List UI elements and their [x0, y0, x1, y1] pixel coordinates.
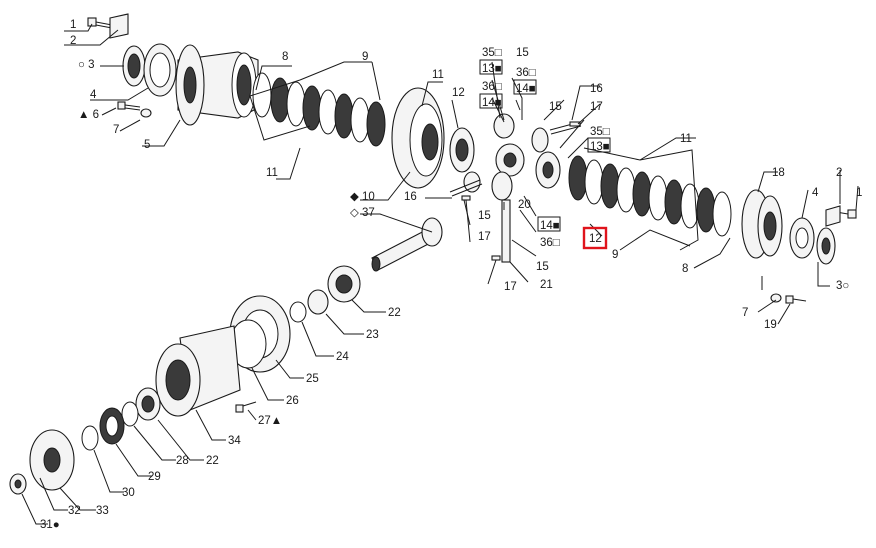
callout-23: 23 — [366, 329, 379, 341]
callout-3-right: 3○ — [836, 280, 849, 292]
callout-18: 18 — [772, 167, 785, 179]
callout-4-right: 4 — [812, 187, 819, 199]
callout-14-low: 14■ — [540, 220, 560, 232]
callout-25: 25 — [306, 373, 319, 385]
callout-22-upper: 22 — [388, 307, 401, 319]
callout-31: 31● — [40, 519, 60, 531]
callout-15: 15 — [478, 210, 491, 222]
callout-37: ◇ 37 — [350, 207, 375, 219]
callout-24: 24 — [336, 351, 349, 363]
ring-part-28 — [121, 401, 139, 427]
callout-9: 9 — [362, 51, 368, 63]
satellite-gears — [463, 113, 561, 201]
callout-15-right: 15 — [549, 101, 562, 113]
callout-13: 13■ — [482, 63, 502, 75]
bolt-part-19 — [785, 295, 807, 304]
left-hub-assembly — [87, 13, 259, 126]
callout-11: 11 — [432, 69, 444, 81]
callout-14-top: 14■ — [516, 83, 536, 95]
callout-10: ◆ 10 — [350, 191, 375, 203]
callout-7-right: 7 — [742, 307, 748, 319]
callout-14: 14■ — [482, 97, 502, 109]
callout-8: 8 — [282, 51, 288, 63]
callout-30: 30 — [122, 487, 135, 499]
callout-36-top: 36□ — [516, 67, 536, 79]
callout-6: ▲ 6 — [78, 109, 99, 121]
callout-35-right: 35□ — [590, 126, 610, 138]
bearing-part-22-lower — [135, 387, 161, 421]
callout-12-highlighted: 12 — [589, 233, 602, 245]
callout-16: 16 — [404, 191, 417, 203]
callout-16-right: 16 — [590, 83, 603, 95]
callout-17: 17 — [478, 231, 491, 243]
housing-part-5 — [175, 44, 259, 126]
callout-17-right: 17 — [590, 101, 603, 113]
callout-15-top: 15 — [516, 47, 529, 59]
callout-34: 34 — [228, 435, 241, 447]
callout-13-right: 13■ — [590, 141, 610, 153]
shaft-part-21 — [501, 199, 511, 263]
bearing-part-3-right — [816, 227, 836, 265]
washer-part-7 — [140, 108, 152, 118]
side-gear-part-12 — [449, 127, 475, 173]
callout-32: 32 — [68, 505, 81, 517]
callout-26: 26 — [286, 395, 299, 407]
bolt-part-27 — [235, 401, 257, 413]
callout-labels: 1 2 ○ 3 4 ▲ 6 7 5 8 9 11 11 12 ◆ 10 ◇ 37… — [40, 19, 862, 531]
leader-lines — [21, 23, 859, 525]
callout-9-right: 9 — [612, 249, 618, 261]
callout-33: 33 — [96, 505, 109, 517]
seal-part-29 — [99, 407, 125, 445]
bolt-part-6 — [117, 101, 141, 111]
callout-15-low: 15 — [536, 261, 549, 273]
bearing-part-4 — [143, 43, 177, 97]
bushing-part-23 — [307, 289, 329, 315]
bolt-part-1 — [87, 17, 113, 29]
lock-plate-part-2 — [109, 13, 129, 39]
axle-housing-part-34 — [155, 325, 241, 417]
flange-part-33 — [29, 429, 75, 491]
callout-20: 20 — [518, 199, 531, 211]
callout-36-low: 36□ — [540, 237, 560, 249]
callout-1-right: 1 — [856, 187, 862, 199]
callout-19: 19 — [764, 319, 777, 331]
ring-part-30 — [81, 425, 99, 451]
callout-28: 28 — [176, 455, 189, 467]
callout-2-right: 2 — [836, 167, 842, 179]
callout-27: 27▲ — [258, 415, 282, 427]
callout-21: 21 — [540, 279, 553, 291]
callout-36: 36□ — [482, 81, 502, 93]
washer-part-7-right — [770, 293, 782, 303]
callout-7: 7 — [113, 124, 119, 136]
bearing-part-22-upper — [327, 265, 361, 303]
housing-part-18 — [741, 189, 783, 259]
callout-2: 2 — [70, 35, 76, 47]
callout-boxes — [479, 59, 611, 232]
callout-5: 5 — [144, 139, 150, 151]
lock-plate-part-2-right — [825, 205, 841, 227]
callout-29: 29 — [148, 471, 161, 483]
callout-4: 4 — [90, 89, 97, 101]
highlight-box-part-12 — [582, 226, 608, 250]
callout-22-lower: 22 — [206, 455, 219, 467]
pinion-shaft-part-10 — [371, 217, 443, 272]
nut-part-31 — [9, 473, 27, 495]
callout-1: 1 — [70, 19, 76, 31]
callout-11-right: 11 — [680, 133, 692, 145]
callout-17-low: 17 — [504, 281, 517, 293]
callout-8-right: 8 — [682, 263, 688, 275]
bearing-part-3 — [122, 45, 146, 87]
bearing-part-4-right — [789, 217, 815, 259]
callout-12: 12 — [452, 87, 465, 99]
callout-11-lower: 11 — [266, 167, 278, 179]
left-disc-stack — [252, 72, 386, 147]
callout-3: ○ 3 — [78, 59, 95, 71]
ring-part-24 — [289, 301, 307, 323]
callout-35: 35□ — [482, 47, 502, 59]
crown-wheel-part-11 — [391, 87, 445, 189]
right-disc-stack — [568, 155, 732, 237]
